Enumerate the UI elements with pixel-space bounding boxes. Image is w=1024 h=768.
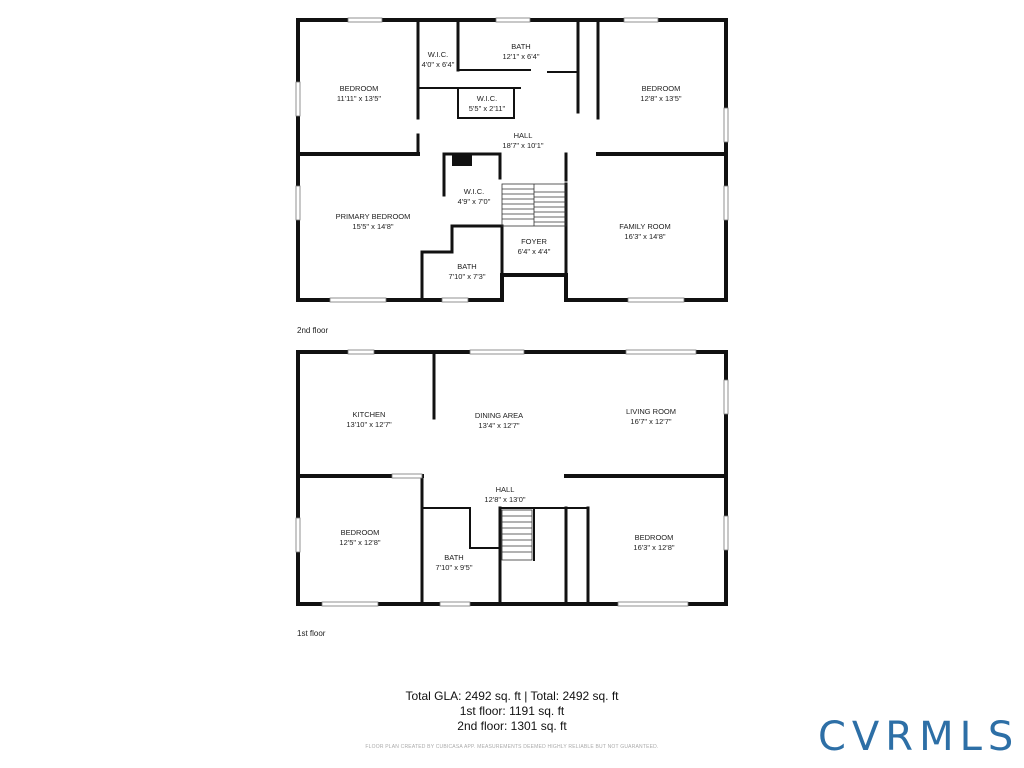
svg-text:12'8" x 13'5": 12'8" x 13'5" [640, 94, 681, 103]
svg-text:BATH: BATH [457, 262, 476, 271]
svg-text:KITCHEN: KITCHEN [353, 410, 386, 419]
room-primary-bedroom: PRIMARY BEDROOM 15'5" x 14'8" [336, 212, 411, 231]
chimney-block [452, 154, 472, 166]
svg-text:11'11" x 13'5": 11'11" x 13'5" [337, 94, 382, 103]
svg-text:15'5" x 14'8": 15'5" x 14'8" [352, 222, 393, 231]
svg-text:W.I.C.: W.I.C. [428, 50, 448, 59]
svg-text:BEDROOM: BEDROOM [341, 528, 380, 537]
svg-text:LIVING ROOM: LIVING ROOM [626, 407, 676, 416]
svg-text:16'7" x 12'7": 16'7" x 12'7" [630, 417, 671, 426]
svg-text:FOYER: FOYER [521, 237, 547, 246]
svg-text:12'1" x 6'4": 12'1" x 6'4" [503, 52, 540, 61]
first-floor-area: 1st floor: 1191 sq. ft [459, 704, 565, 718]
second-floor-windows [295, 17, 729, 303]
svg-text:18'7" x 10'1": 18'7" x 10'1" [502, 141, 543, 150]
svg-text:W.I.C.: W.I.C. [477, 94, 497, 103]
svg-text:4'0" x 6'4": 4'0" x 6'4" [422, 60, 455, 69]
second-floor-area: 2nd floor: 1301 sq. ft [457, 719, 567, 733]
svg-text:13'10" x 12'7": 13'10" x 12'7" [346, 420, 392, 429]
room-family-room: FAMILY ROOM 16'3" x 14'8" [619, 222, 670, 241]
room-living: LIVING ROOM 16'7" x 12'7" [626, 407, 676, 426]
total-gla-text: Total GLA: 2492 sq. ft | Total: 2492 sq.… [405, 689, 619, 703]
second-floor-walls [296, 18, 728, 302]
room-hall-1: HALL 12'8" x 13'0" [484, 485, 525, 504]
svg-text:12'8" x 13'0": 12'8" x 13'0" [484, 495, 525, 504]
second-floor-label: 2nd floor [297, 326, 329, 335]
room-dining: DINING AREA 13'4" x 12'7" [475, 411, 523, 430]
svg-text:4'9" x 7'0": 4'9" x 7'0" [458, 197, 491, 206]
room-wic-a: W.I.C. 4'0" x 6'4" [422, 50, 455, 69]
room-bath-primary: BATH 7'10" x 7'3" [449, 262, 486, 281]
room-bedroom-se: BEDROOM 16'3" x 12'8" [633, 533, 674, 552]
logo-text: CVRMLS [818, 714, 1020, 760]
room-hall-2: HALL 18'7" x 10'1" [502, 131, 543, 150]
room-kitchen: KITCHEN 13'10" x 12'7" [346, 410, 392, 429]
second-floor-stairs [501, 183, 567, 227]
room-bedroom-ne: BEDROOM 12'8" x 13'5" [640, 84, 681, 103]
svg-text:6'4" x 4'4": 6'4" x 4'4" [518, 247, 551, 256]
svg-text:7'10" x 9'5": 7'10" x 9'5" [436, 563, 473, 572]
svg-text:BATH: BATH [444, 553, 463, 562]
svg-text:W.I.C.: W.I.C. [464, 187, 484, 196]
svg-text:BATH: BATH [511, 42, 530, 51]
svg-text:HALL: HALL [514, 131, 533, 140]
first-floor-windows [295, 349, 729, 607]
room-wic-c: W.I.C. 4'9" x 7'0" [458, 187, 491, 206]
svg-text:13'4" x 12'7": 13'4" x 12'7" [478, 421, 519, 430]
svg-text:FAMILY ROOM: FAMILY ROOM [619, 222, 670, 231]
svg-text:BEDROOM: BEDROOM [635, 533, 674, 542]
svg-text:DINING AREA: DINING AREA [475, 411, 523, 420]
svg-text:BEDROOM: BEDROOM [340, 84, 379, 93]
svg-text:16'3" x 12'8": 16'3" x 12'8" [633, 543, 674, 552]
disclaimer-text: FLOOR PLAN CREATED BY CUBICASA APP. MEAS… [365, 744, 659, 750]
room-bath-top: BATH 12'1" x 6'4" [503, 42, 540, 61]
room-foyer: FOYER 6'4" x 4'4" [518, 237, 551, 256]
cvrmls-logo: CVRMLS [818, 714, 1024, 760]
svg-text:PRIMARY BEDROOM: PRIMARY BEDROOM [336, 212, 411, 221]
first-floor-stairs [501, 509, 533, 561]
room-wic-b: W.I.C. 5'5" x 2'11" [469, 94, 506, 113]
svg-text:5'5" x 2'11": 5'5" x 2'11" [469, 104, 506, 113]
svg-text:BEDROOM: BEDROOM [642, 84, 681, 93]
room-bedroom-sw: BEDROOM 12'5" x 12'8" [339, 528, 380, 547]
svg-text:12'5" x 12'8": 12'5" x 12'8" [339, 538, 380, 547]
first-floor-label: 1st floor [297, 629, 326, 638]
room-bedroom-nw: BEDROOM 11'11" x 13'5" [337, 84, 382, 103]
first-floor-walls [296, 350, 728, 606]
svg-text:7'10" x 7'3": 7'10" x 7'3" [449, 272, 486, 281]
svg-text:16'3" x 14'8": 16'3" x 14'8" [624, 232, 665, 241]
svg-text:HALL: HALL [496, 485, 515, 494]
room-bath-1: BATH 7'10" x 9'5" [436, 553, 473, 572]
